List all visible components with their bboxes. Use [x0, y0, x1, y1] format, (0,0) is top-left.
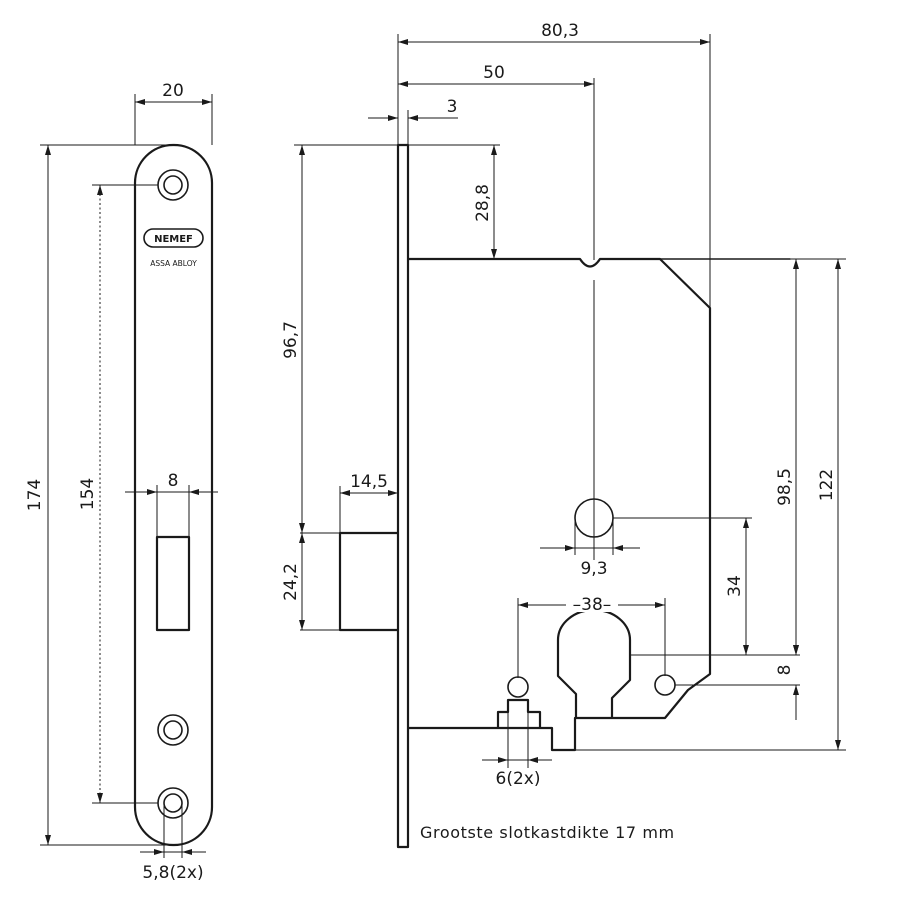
- cylinder-cutout: [556, 608, 632, 718]
- dim-lockcase-depth: 80,3: [397, 21, 711, 308]
- lockcase-body-outline: [408, 257, 712, 752]
- dim-faceplate-hole-spacing: 154: [78, 184, 158, 804]
- dim-to-follower-label: 98,5: [775, 468, 795, 506]
- dim-backset-label: 50: [483, 63, 505, 83]
- logo-group-text: ASSA ABLOY: [150, 259, 197, 268]
- dim-faceplate-hole-spacing-label: 154: [78, 478, 98, 510]
- follower-hole: [574, 280, 614, 560]
- dim-plate-thickness-label: 3: [447, 97, 458, 117]
- lockcase-front-plate: [396, 143, 410, 849]
- dim-cylinder-offset: 8: [675, 640, 800, 720]
- dim-top-offset-label: 28,8: [473, 184, 493, 222]
- dim-lockcase-depth-label: 80,3: [541, 21, 579, 41]
- dim-faceplate-width-label: 20: [162, 81, 184, 101]
- dim-center-distance-label: 34: [725, 575, 745, 597]
- faceplate-hole-top: [157, 169, 189, 201]
- small-hole-right: [654, 674, 676, 696]
- dim-follower-diameter: 9,3: [540, 518, 640, 579]
- logo-brand-text: NEMEF: [154, 234, 193, 245]
- faceplate-view: NEMEF ASSA ABLOY 20 174: [25, 81, 218, 883]
- dim-faceplate-bolt-width-label: 8: [168, 471, 179, 491]
- dim-faceplate-hole-diameter: 5,8(2x): [140, 803, 206, 883]
- dim-faceplate-length: 174: [25, 144, 173, 846]
- dim-small-holes-label: 6(2x): [496, 769, 541, 789]
- faceplate-outline: [133, 143, 214, 847]
- dim-latch-projection: 14,5: [339, 472, 398, 533]
- dim-backset: 50: [398, 63, 595, 260]
- dim-plate-thickness: 3: [368, 97, 458, 145]
- dim-cylinder-offset-label: 8: [775, 665, 795, 676]
- faceplate-bolt-slot: [155, 535, 191, 632]
- dim-follower-diameter-label: 9,3: [580, 559, 607, 579]
- lockcase-view: 80,3 50 3 28,8: [281, 21, 846, 849]
- dim-latch-height-label: 96,7: [281, 321, 301, 359]
- dim-center-distance: 34: [613, 517, 800, 656]
- dim-case-height: 122: [575, 258, 846, 751]
- dim-cylinder-hole-spacing: –38–: [517, 592, 666, 678]
- dim-faceplate-bolt-width: 8: [125, 471, 218, 537]
- dim-cylinder-hole-spacing-label: –38–: [573, 595, 612, 615]
- faceplate-hole-bottom: [157, 787, 189, 819]
- dim-faceplate-length-label: 174: [25, 479, 45, 511]
- small-hole-left: [496, 676, 542, 728]
- dim-latch-width: 24,2: [281, 533, 305, 630]
- dim-faceplate-width: 20: [134, 81, 213, 145]
- dim-top-offset: 28,8: [408, 144, 500, 259]
- faceplate-hole-lower: [157, 714, 189, 746]
- latch-bolt: [300, 531, 398, 632]
- faceplate-logo: NEMEF ASSA ABLOY: [143, 228, 204, 268]
- dim-small-holes: 6(2x): [482, 700, 552, 789]
- dim-latch-height: 96,7: [281, 144, 398, 533]
- dim-latch-width-label: 24,2: [281, 563, 301, 601]
- dim-case-height-label: 122: [817, 469, 837, 501]
- lockcase-note: Grootste slotkastdikte 17 mm: [420, 823, 675, 842]
- dim-faceplate-hole-diameter-label: 5,8(2x): [142, 863, 203, 883]
- dim-latch-projection-label: 14,5: [350, 472, 388, 492]
- dim-to-follower: 98,5: [775, 259, 799, 655]
